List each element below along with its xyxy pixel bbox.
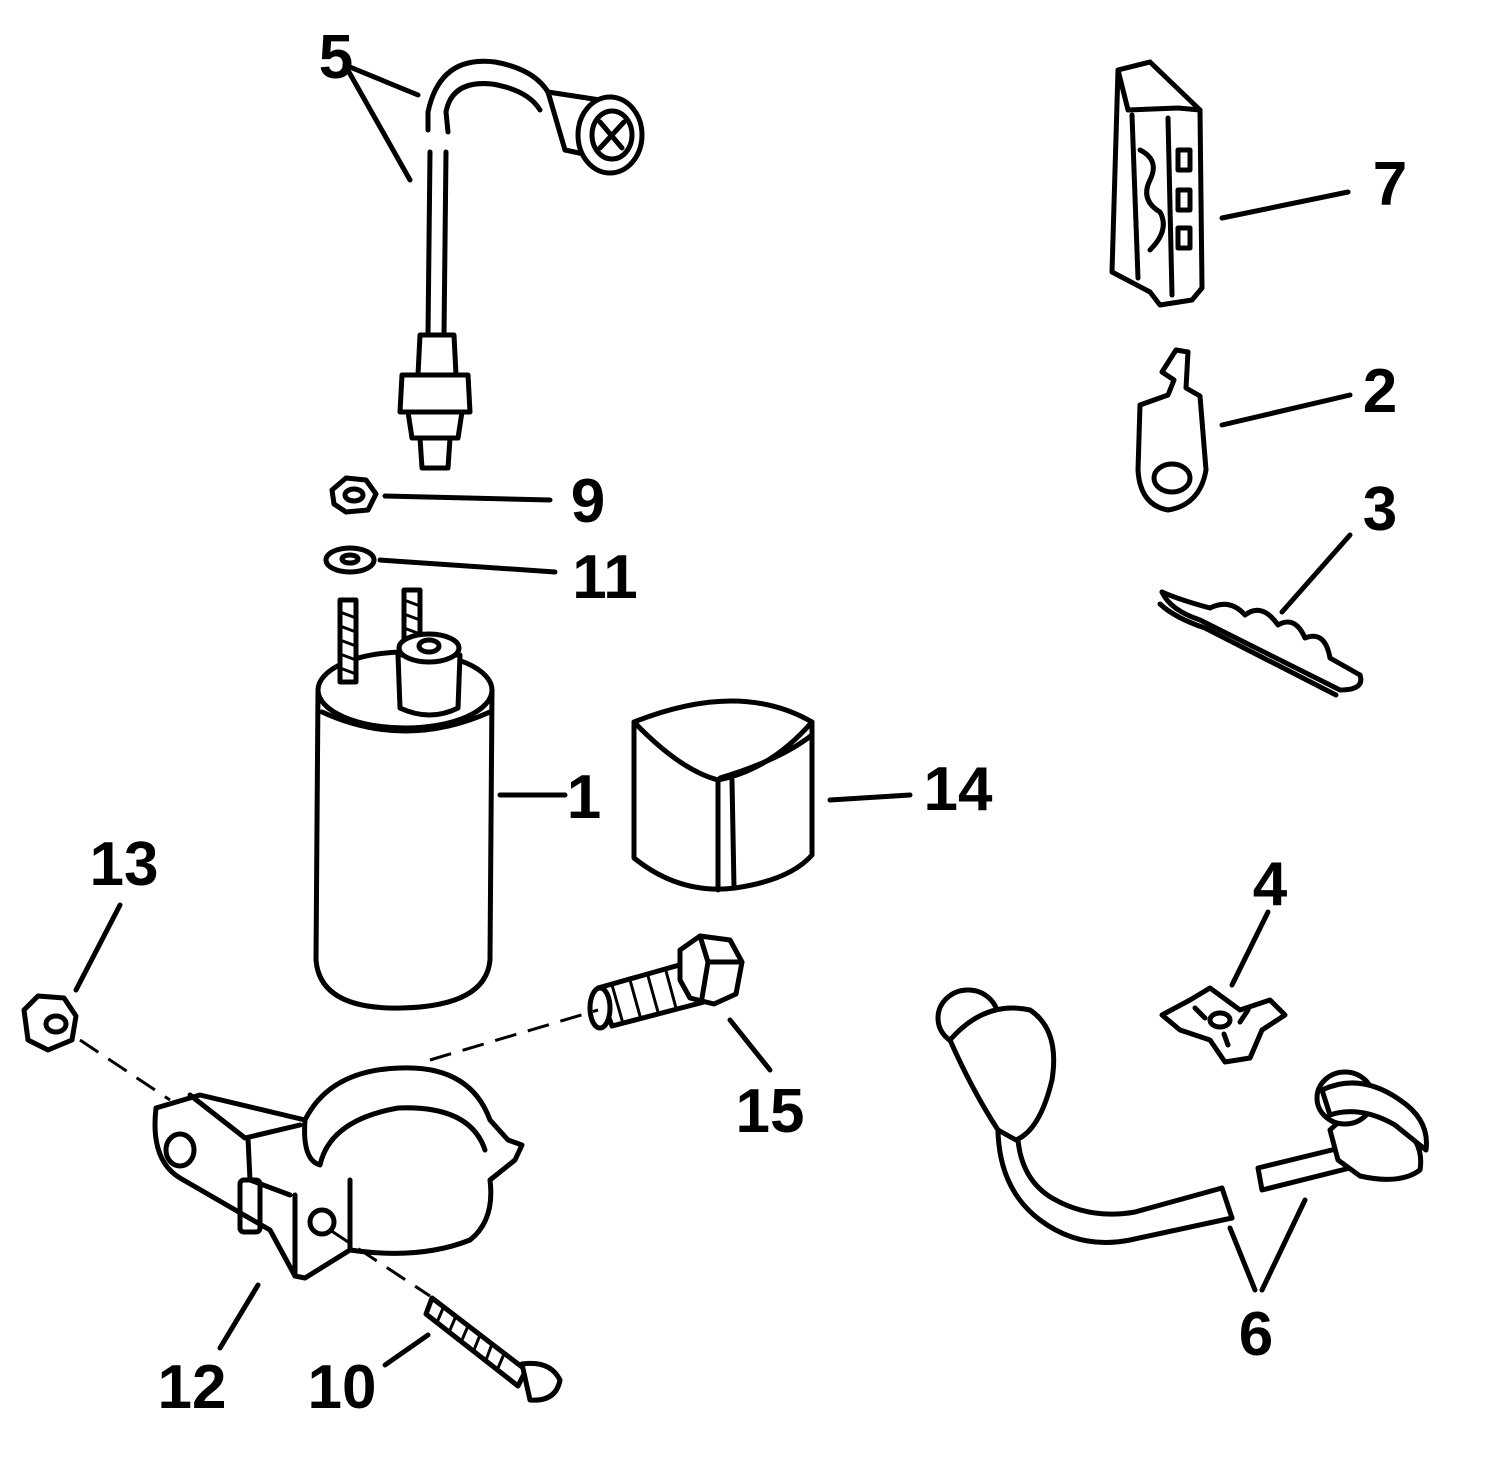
ground-terminal-part-2 <box>1135 347 1209 513</box>
star-washer-part-4 <box>1159 985 1288 1065</box>
callout-3: 3 <box>1363 475 1397 544</box>
callout-4: 4 <box>1253 850 1288 919</box>
callout-12: 12 <box>158 1353 227 1422</box>
callout-15: 15 <box>736 1077 805 1146</box>
callout-13: 13 <box>90 830 159 899</box>
terminal-block-part-7 <box>1109 59 1205 308</box>
alignment-lines <box>79 1008 599 1298</box>
nut-part-13 <box>21 993 79 1053</box>
high-tension-lead-top <box>397 58 645 471</box>
screw-part-10 <box>423 1295 563 1403</box>
callout-1: 1 <box>567 763 601 832</box>
callout-14: 14 <box>924 755 993 824</box>
callout-11: 11 <box>572 543 638 612</box>
leader-lines <box>73 62 1353 1368</box>
mounting-bracket-part-12 <box>152 1065 525 1281</box>
callout-6: 6 <box>1239 1300 1273 1369</box>
callout-2: 2 <box>1363 357 1397 426</box>
high-tension-lead-bottom <box>935 987 1429 1245</box>
nut-part-9 <box>329 475 379 515</box>
callout-10: 10 <box>308 1353 377 1422</box>
bolt-part-15 <box>587 933 745 1031</box>
wire-clip-part-3 <box>1157 589 1364 698</box>
callout-7: 7 <box>1373 150 1407 219</box>
ignition-coil-part-1 <box>313 587 495 1011</box>
callout-5: 5 <box>319 23 353 92</box>
washer-part-11 <box>323 545 377 575</box>
callout-9: 9 <box>571 467 605 536</box>
coil-sleeve-part-14 <box>631 698 815 893</box>
